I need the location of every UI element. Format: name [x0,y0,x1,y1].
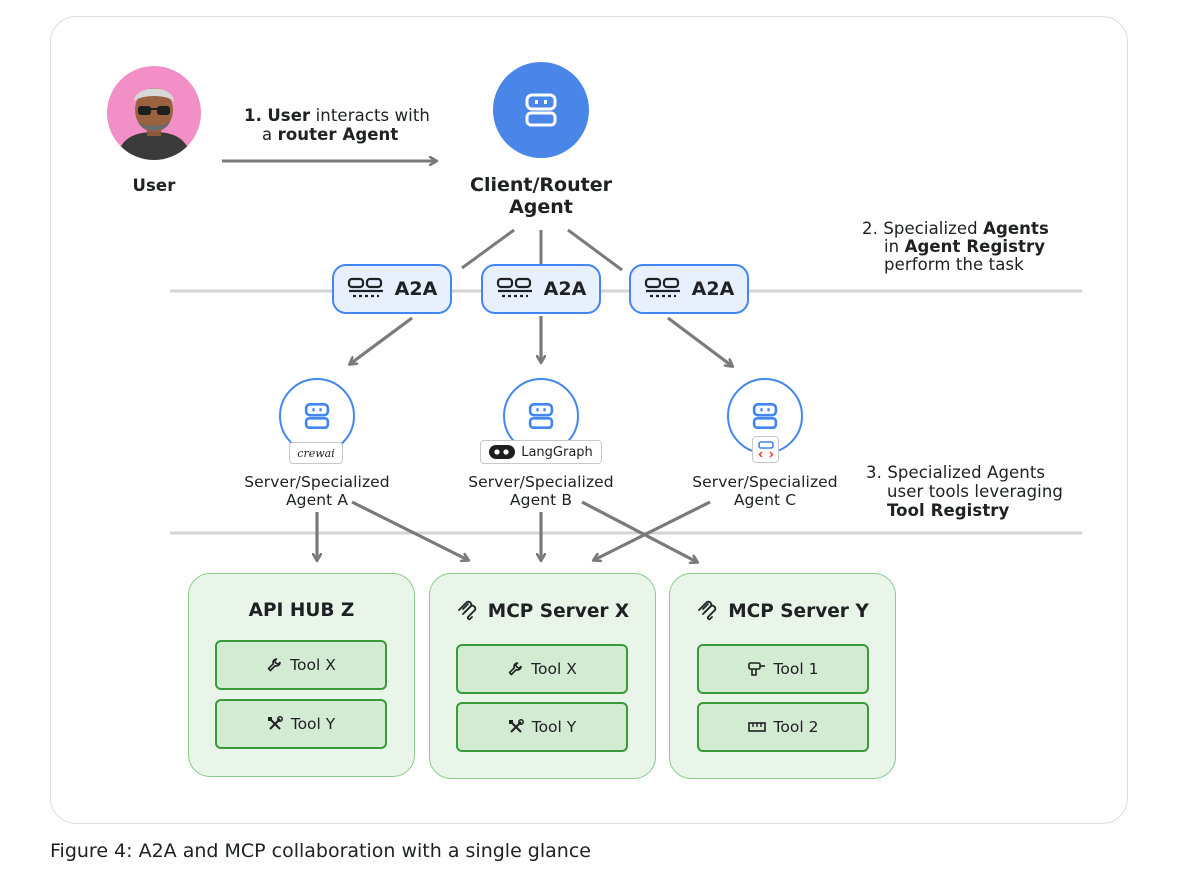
step2-agents: Agents [983,219,1049,238]
step1-interacts: interacts with [315,106,430,125]
mcp-x-tool-x-label: Tool X [531,660,577,678]
agent-a-label: Server/Specialized Agent A [228,473,406,509]
agent-a-line1: Server/Specialized [244,473,390,491]
step3-text: 3. Specialized Agents user tools leverag… [866,463,1096,520]
ruler-icon [747,722,766,732]
step1-number: 1. [244,106,262,125]
mcp-server-x-box: MCP Server X Tool X Tool Y [429,573,656,779]
step2-in: in [884,237,900,256]
agent-a-to-mcp-x-arrow [351,500,468,560]
step2-specialized: Specialized [883,219,978,238]
figure-caption: Figure 4: A2A and MCP collaboration with… [50,840,591,862]
mcp-x-tool-y-label: Tool Y [531,718,577,736]
step3-line1: Specialized Agents [887,463,1046,482]
mcp-server-y-title: MCP Server Y [670,600,895,622]
crewai-logo: crewai [289,442,343,464]
mcp-icon [698,600,717,621]
agent-c-line1: Server/Specialized [692,473,838,491]
api-hub-title: API HUB Z [189,600,414,621]
mcp-server-x-title: MCP Server X [430,600,655,622]
mcp-y-tool-1: Tool 1 [697,644,869,694]
a2a-protocol-icon [347,277,383,298]
router-to-a2a-right [567,228,623,272]
drill-icon [747,662,765,676]
a2a-to-agent-c-arrow [667,316,732,366]
mcp-y-tool-2-label: Tool 2 [773,718,819,736]
user-label: User [132,176,176,195]
api-hub-box: API HUB Z Tool X Tool Y [188,573,415,777]
router-agent-node [493,62,589,158]
router-agent-label: Client/Router Agent [441,174,641,218]
mcp-server-y-title-text: MCP Server Y [728,600,869,622]
step2-text: 2. Specialized Agents in Agent Registry … [862,220,1092,274]
step2-perform: perform the task [884,255,1024,274]
step1-user: User [267,106,311,125]
wrench-icon [508,662,522,676]
a2a-to-agent-a-arrow [350,316,413,364]
wrench-icon [267,658,281,672]
api-hub-tool-y-label: Tool Y [290,715,336,733]
api-hub-tool-x: Tool X [215,640,387,690]
langgraph-icon [489,445,516,459]
mcp-y-tool-2: Tool 2 [697,702,869,752]
agent-a-line2: Agent A [285,491,349,509]
router-to-a2a-left [461,228,515,270]
diagram-frame [50,16,1128,824]
agent-b-to-mcp-y-arrow [581,500,697,562]
mcp-icon [457,600,476,621]
mcp-server-y-box: MCP Server Y Tool 1 Tool 2 [669,573,896,779]
a2a-label: A2A [691,278,735,300]
step1-router-agent: router Agent [277,125,399,144]
agent-b-framework: LangGraph [521,444,593,460]
step1-a: a [262,125,273,144]
a2a-label: A2A [543,278,587,300]
agent-c-label: Server/Specialized Agent C [676,473,854,509]
a2a-node-center: A2A [481,264,601,314]
step3-number: 3. [866,463,882,482]
robot-icon [528,403,554,429]
a2a-node-left: A2A [332,264,452,314]
step3-line3: Tool Registry [887,501,1010,520]
agent-c-to-mcp-x-arrow [594,500,711,560]
step2-number: 2. [862,219,878,238]
api-hub-tool-y: Tool Y [215,699,387,749]
a2a-protocol-icon [496,277,532,298]
adk-logo [752,436,779,463]
a2a-protocol-icon [644,277,680,298]
mcp-x-tool-y: Tool Y [456,702,628,752]
robot-icon [304,403,330,429]
agent-c-line2: Agent C [733,491,797,509]
api-hub-title-text: API HUB Z [248,600,355,621]
agent-a-framework: crewai [297,446,335,460]
agent-b-label: Server/Specialized Agent B [452,473,630,509]
tools-cross-icon [267,716,283,730]
a2a-label: A2A [394,278,438,300]
api-hub-tool-x-label: Tool X [290,656,336,674]
step1-text: 1. User interacts with a router Agent [244,106,464,144]
robot-icon [752,403,778,429]
mcp-y-tool-1-label: Tool 1 [773,660,819,678]
mcp-x-tool-x: Tool X [456,644,628,694]
router-label-line1: Client/Router [470,174,612,196]
tools-cross-icon [508,719,524,733]
code-robot-icon [757,440,774,458]
agent-b-line1: Server/Specialized [468,473,614,491]
router-label-line2: Agent [509,196,573,218]
mcp-server-x-title-text: MCP Server X [487,600,630,622]
step3-line2: user tools leveraging [887,482,1063,501]
langgraph-logo: LangGraph [480,440,602,464]
user-avatar [107,66,201,160]
robot-icon [525,93,557,127]
agent-b-line2: Agent B [509,491,573,509]
a2a-node-right: A2A [629,264,749,314]
step2-agent-registry: Agent Registry [904,237,1046,256]
